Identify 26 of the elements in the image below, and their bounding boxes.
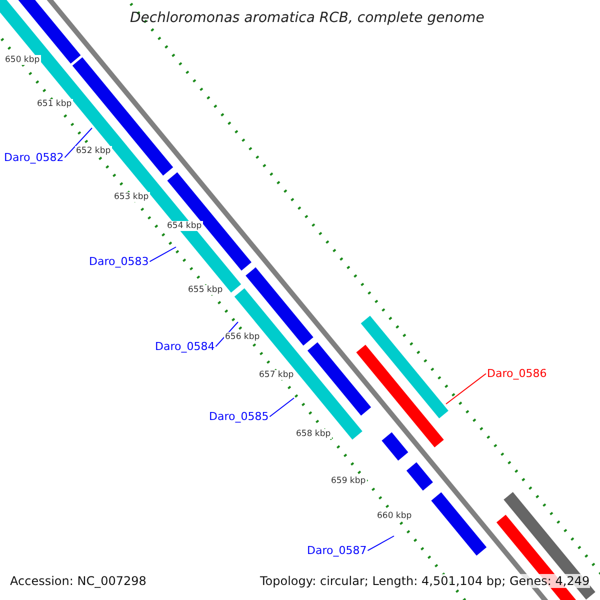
- position-label: 651 kbp: [36, 99, 73, 110]
- position-label: 659 kbp: [330, 476, 367, 486]
- position-label: 660 kbp: [376, 511, 413, 522]
- position-label: 652 kbp: [75, 146, 112, 156]
- leader-line: [269, 398, 294, 418]
- gene-label: Daro_0582: [4, 151, 64, 164]
- position-label: 657 kbp: [258, 370, 295, 380]
- leader-line: [215, 322, 238, 348]
- position-label: 656 kbp: [224, 332, 261, 342]
- leader-line: [149, 246, 176, 262]
- leader-line: [367, 536, 394, 552]
- accession-text: Accession: NC_007298: [10, 574, 146, 588]
- position-label: 653 kbp: [113, 192, 150, 202]
- gene-label: Daro_0586: [487, 367, 547, 380]
- genome-info-text: Topology: circular; Length: 4,501,104 bp; Genes: 4,249: [260, 574, 590, 588]
- gene-label: Daro_0587: [307, 544, 367, 558]
- gene-label: Daro_0583: [89, 255, 149, 268]
- genome-title: Dechloromonas aromatica RCB, complete genome: [130, 10, 484, 27]
- position-label: 650 kbp: [4, 55, 41, 66]
- leader-line: [64, 128, 92, 158]
- position-label: 655 kbp: [187, 285, 224, 296]
- position-label: 654 kbp: [166, 221, 203, 232]
- gene-label: Daro_0584: [155, 340, 215, 354]
- position-label: 658 kbp: [295, 429, 332, 440]
- gene-label: Daro_0585: [209, 410, 269, 424]
- leader-line: [446, 373, 486, 404]
